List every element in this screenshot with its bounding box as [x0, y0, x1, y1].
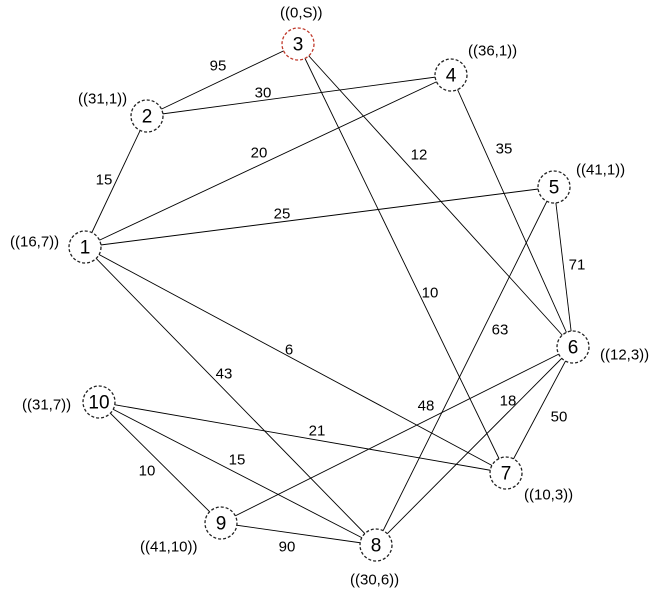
node-2: [130, 99, 164, 133]
edge-5-6: [553, 186, 574, 348]
node-label-7: 7: [501, 464, 512, 485]
edge-weight-5-6: 71: [569, 257, 586, 274]
node-3: [281, 27, 315, 61]
node-9: [204, 506, 238, 540]
node-annotation-6: ((12,3)): [600, 347, 649, 364]
edge-3-7: [297, 43, 507, 474]
edge-10-9: [98, 401, 222, 524]
edge-weight-1-8: 43: [216, 366, 233, 383]
node-label-4: 4: [446, 66, 457, 87]
edge-weight-1-7: 6: [285, 342, 293, 359]
node-annotation-2: ((31,1)): [78, 91, 127, 108]
node-6: [556, 330, 590, 364]
node-label-2: 2: [142, 107, 153, 128]
edge-6-8: [375, 346, 574, 546]
node-1: [68, 230, 102, 264]
node-label-10: 10: [88, 393, 109, 414]
edge-weight-10-7: 21: [309, 423, 326, 440]
node-annotation-4: ((36,1)): [468, 43, 517, 60]
node-annotation-7: ((10,3)): [524, 487, 573, 504]
edge-weight-10-9: 10: [139, 463, 156, 480]
node-annotation-3: ((0,S)): [280, 5, 323, 22]
node-7: [489, 456, 523, 490]
node-annotation-5: ((41,1)): [576, 162, 625, 179]
edge-1-8: [84, 246, 377, 546]
edges-layer: [84, 43, 574, 546]
node-label-5: 5: [549, 178, 560, 199]
node-label-6: 6: [568, 338, 579, 359]
edge-weight-5-8: 63: [492, 322, 509, 339]
node-8: [359, 528, 393, 562]
node-label-9: 9: [216, 514, 227, 535]
edge-weight-6-8: 18: [500, 393, 517, 410]
node-label-1: 1: [80, 238, 91, 259]
edge-9-8: [220, 522, 377, 546]
edge-3-2: [146, 43, 299, 117]
node-label-8: 8: [371, 536, 382, 557]
edge-2-4: [146, 74, 452, 117]
node-annotations-layer: ((16,7)) ((31,1)) ((0,S)) ((36,1)) ((41,1)) (…: [10, 5, 649, 589]
edge-1-4: [84, 74, 452, 248]
edge-6-9: [220, 346, 574, 524]
edge-weight-3-7: 10: [422, 285, 439, 302]
edge-weight-6-7: 50: [551, 409, 568, 426]
edge-weight-2-1: 15: [96, 172, 113, 189]
edge-weight-6-9: 48: [418, 398, 435, 415]
node-annotation-8: ((30,6)): [350, 572, 399, 589]
node-annotation-10: ((31,7)): [22, 397, 71, 414]
edge-6-7: [505, 346, 574, 474]
edge-1-7: [84, 246, 507, 474]
edge-10-7: [98, 401, 507, 474]
edge-weight-2-4: 30: [255, 85, 272, 102]
edge-weight-9-8: 90: [279, 539, 296, 556]
edge-10-8: [98, 401, 377, 546]
edge-2-1: [84, 115, 148, 248]
edge-weight-3-2: 95: [210, 58, 227, 75]
node-5: [537, 170, 571, 204]
node-annotation-9: ((41,10)): [140, 539, 198, 556]
node-label-3: 3: [293, 35, 304, 56]
edge-weight-1-5: 25: [274, 206, 291, 223]
node-annotation-1: ((16,7)): [10, 234, 59, 251]
edge-weight-10-8: 15: [229, 452, 246, 469]
node-4: [434, 58, 468, 92]
edge-1-5: [84, 186, 555, 248]
node-10: [82, 385, 116, 419]
edge-5-8: [375, 186, 555, 546]
edge-weight-1-4: 20: [251, 145, 268, 162]
edge-3-6: [297, 43, 574, 348]
edge-4-6: [450, 74, 574, 348]
edge-weight-3-6: 12: [411, 147, 428, 164]
edge-weight-4-6: 35: [496, 141, 513, 158]
